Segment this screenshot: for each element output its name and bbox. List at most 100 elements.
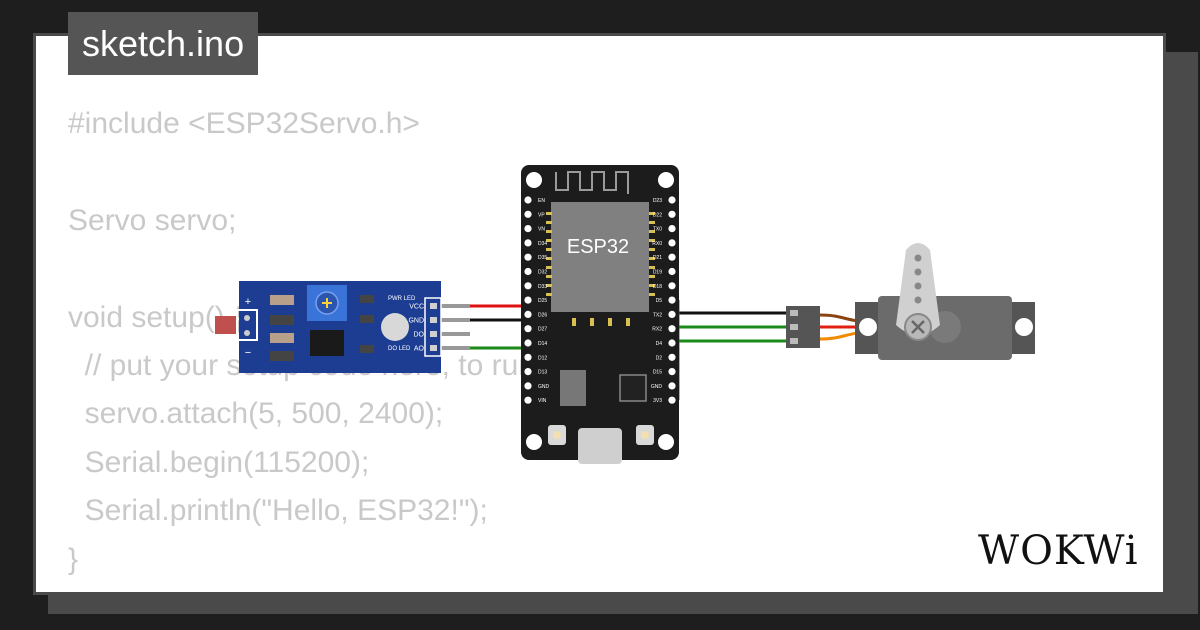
esp32-pin-label: D26 xyxy=(538,312,547,318)
code-line: servo.attach(5, 500, 2400); xyxy=(68,397,444,431)
esp32-board[interactable]: ESP32 ENVPVND34D35D32D33D25D26D27D14D12D… xyxy=(521,165,679,464)
esp32-pin-label: D18 xyxy=(653,284,662,290)
esp32-pin-hole[interactable] xyxy=(524,296,532,304)
chip-leg xyxy=(649,221,655,224)
esp32-pin-label: D23 xyxy=(653,198,662,204)
chip-leg xyxy=(649,275,655,278)
chip-leg xyxy=(572,318,576,326)
usb-port[interactable] xyxy=(578,428,622,464)
esp32-pin-hole[interactable] xyxy=(668,296,676,304)
boot-button-cap xyxy=(553,431,561,439)
esp32-pin-hole[interactable] xyxy=(524,310,532,318)
esp32-pin-label: D13 xyxy=(538,370,547,376)
esp32-pin-label: D21 xyxy=(653,255,662,261)
esp32-pin-hole[interactable] xyxy=(668,396,676,404)
esp32-pin-hole[interactable] xyxy=(668,282,676,290)
chip-leg xyxy=(608,318,612,326)
esp32-pin-hole[interactable] xyxy=(524,225,532,233)
esp32-pin-hole[interactable] xyxy=(524,339,532,347)
esp32-pin-hole[interactable] xyxy=(668,210,676,218)
esp32-pin-label: D33 xyxy=(538,284,547,290)
chip-leg xyxy=(546,266,552,269)
esp32-pin-hole[interactable] xyxy=(668,325,676,333)
esp32-pin-label: D19 xyxy=(653,270,662,276)
code-line: #include <ESP32Servo.h> xyxy=(68,107,420,140)
esp32-pin-hole[interactable] xyxy=(524,253,532,261)
sensor-pin[interactable] xyxy=(430,303,437,309)
esp32-pin-hole[interactable] xyxy=(668,382,676,390)
esp32-pin-hole[interactable] xyxy=(524,353,532,361)
chip-leg xyxy=(626,318,630,326)
esp32-pin-label: VN xyxy=(538,227,545,233)
code-line: Servo servo; xyxy=(68,203,237,237)
esp32-label: ESP32 xyxy=(567,236,629,258)
reset-button-cap xyxy=(641,431,649,439)
esp32-pin-hole[interactable] xyxy=(524,368,532,376)
esp32-pin-label: D34 xyxy=(538,241,547,247)
servo-motor[interactable] xyxy=(786,243,1035,360)
esp32-pin-label: D5 xyxy=(656,298,663,304)
chip-leg xyxy=(649,230,655,233)
sensor-wires xyxy=(440,240,534,400)
mounting-hole xyxy=(658,434,674,450)
esp32-pin-hole[interactable] xyxy=(524,267,532,276)
esp32-pin-label: D2 xyxy=(656,355,663,361)
sensor-pin[interactable] xyxy=(430,345,437,351)
chip-leg xyxy=(546,221,552,224)
sensor-pin[interactable] xyxy=(430,331,437,337)
esp32-pin-label: EN xyxy=(538,198,545,204)
do-led-label: DO LED xyxy=(388,346,411,352)
esp32-pin-label: D12 xyxy=(538,355,547,361)
sensor-pin-label: AO xyxy=(414,346,425,353)
esp32-pin-hole[interactable] xyxy=(668,339,676,347)
sensor-led xyxy=(381,313,409,341)
esp32-pin-hole[interactable] xyxy=(668,239,676,247)
esp32-pin-label: VP xyxy=(538,212,545,218)
esp32-right-pins: D23D22TX0RX0D21D19D18D5TX2RX2D4D2D15GND3… xyxy=(651,196,676,404)
chip-leg xyxy=(649,293,655,296)
esp32-pin-hole[interactable] xyxy=(524,210,532,218)
esp32-pin-label: 3V3 xyxy=(653,398,662,404)
chip-leg xyxy=(546,293,552,296)
chip-leg xyxy=(546,230,552,233)
sensor-pin[interactable] xyxy=(430,317,437,323)
chip-leg xyxy=(649,239,655,242)
wokwi-logo: WOKWi xyxy=(978,528,1139,574)
esp32-pin-hole[interactable] xyxy=(524,396,532,404)
esp32-pin-hole[interactable] xyxy=(524,196,532,204)
esp32-pin-hole[interactable] xyxy=(668,310,676,318)
esp32-pin-label: VIN xyxy=(538,398,547,404)
esp32-pin-hole[interactable] xyxy=(668,196,676,204)
sensor-pin-label: GND xyxy=(408,318,424,325)
chip-leg xyxy=(546,257,552,260)
esp32-pin-label: D32 xyxy=(538,270,547,276)
chip-leg xyxy=(590,318,594,326)
voltage-regulator xyxy=(560,370,586,406)
esp32-pin-label: D35 xyxy=(538,255,547,261)
chip-leg xyxy=(649,248,655,251)
polarity-minus: − xyxy=(245,347,251,359)
chip-leg xyxy=(649,266,655,269)
polarity-plus: + xyxy=(245,296,251,308)
mounting-hole xyxy=(658,172,674,188)
esp32-pin-hole[interactable] xyxy=(668,267,676,276)
pwr-led-label: PWR LED xyxy=(388,296,416,302)
esp32-pin-label: TX2 xyxy=(653,312,662,318)
esp32-pin-hole[interactable] xyxy=(668,225,676,233)
esp32-pin-label: D22 xyxy=(653,212,662,218)
code-line: Serial.begin(115200); xyxy=(68,445,370,479)
esp32-pin-label: D25 xyxy=(538,298,547,304)
esp32-pin-hole[interactable] xyxy=(524,239,532,247)
esp32-pin-hole[interactable] xyxy=(524,282,532,290)
esp32-pin-label: D27 xyxy=(538,327,547,333)
esp32-pin-hole[interactable] xyxy=(668,368,676,376)
code-line: } xyxy=(68,542,79,576)
esp32-pin-label: GND xyxy=(538,384,550,390)
esp32-pin-hole[interactable] xyxy=(668,253,676,261)
esp32-pin-hole[interactable] xyxy=(524,325,532,333)
esp32-pin-hole[interactable] xyxy=(668,353,676,361)
esp32-pin-hole[interactable] xyxy=(524,382,532,390)
